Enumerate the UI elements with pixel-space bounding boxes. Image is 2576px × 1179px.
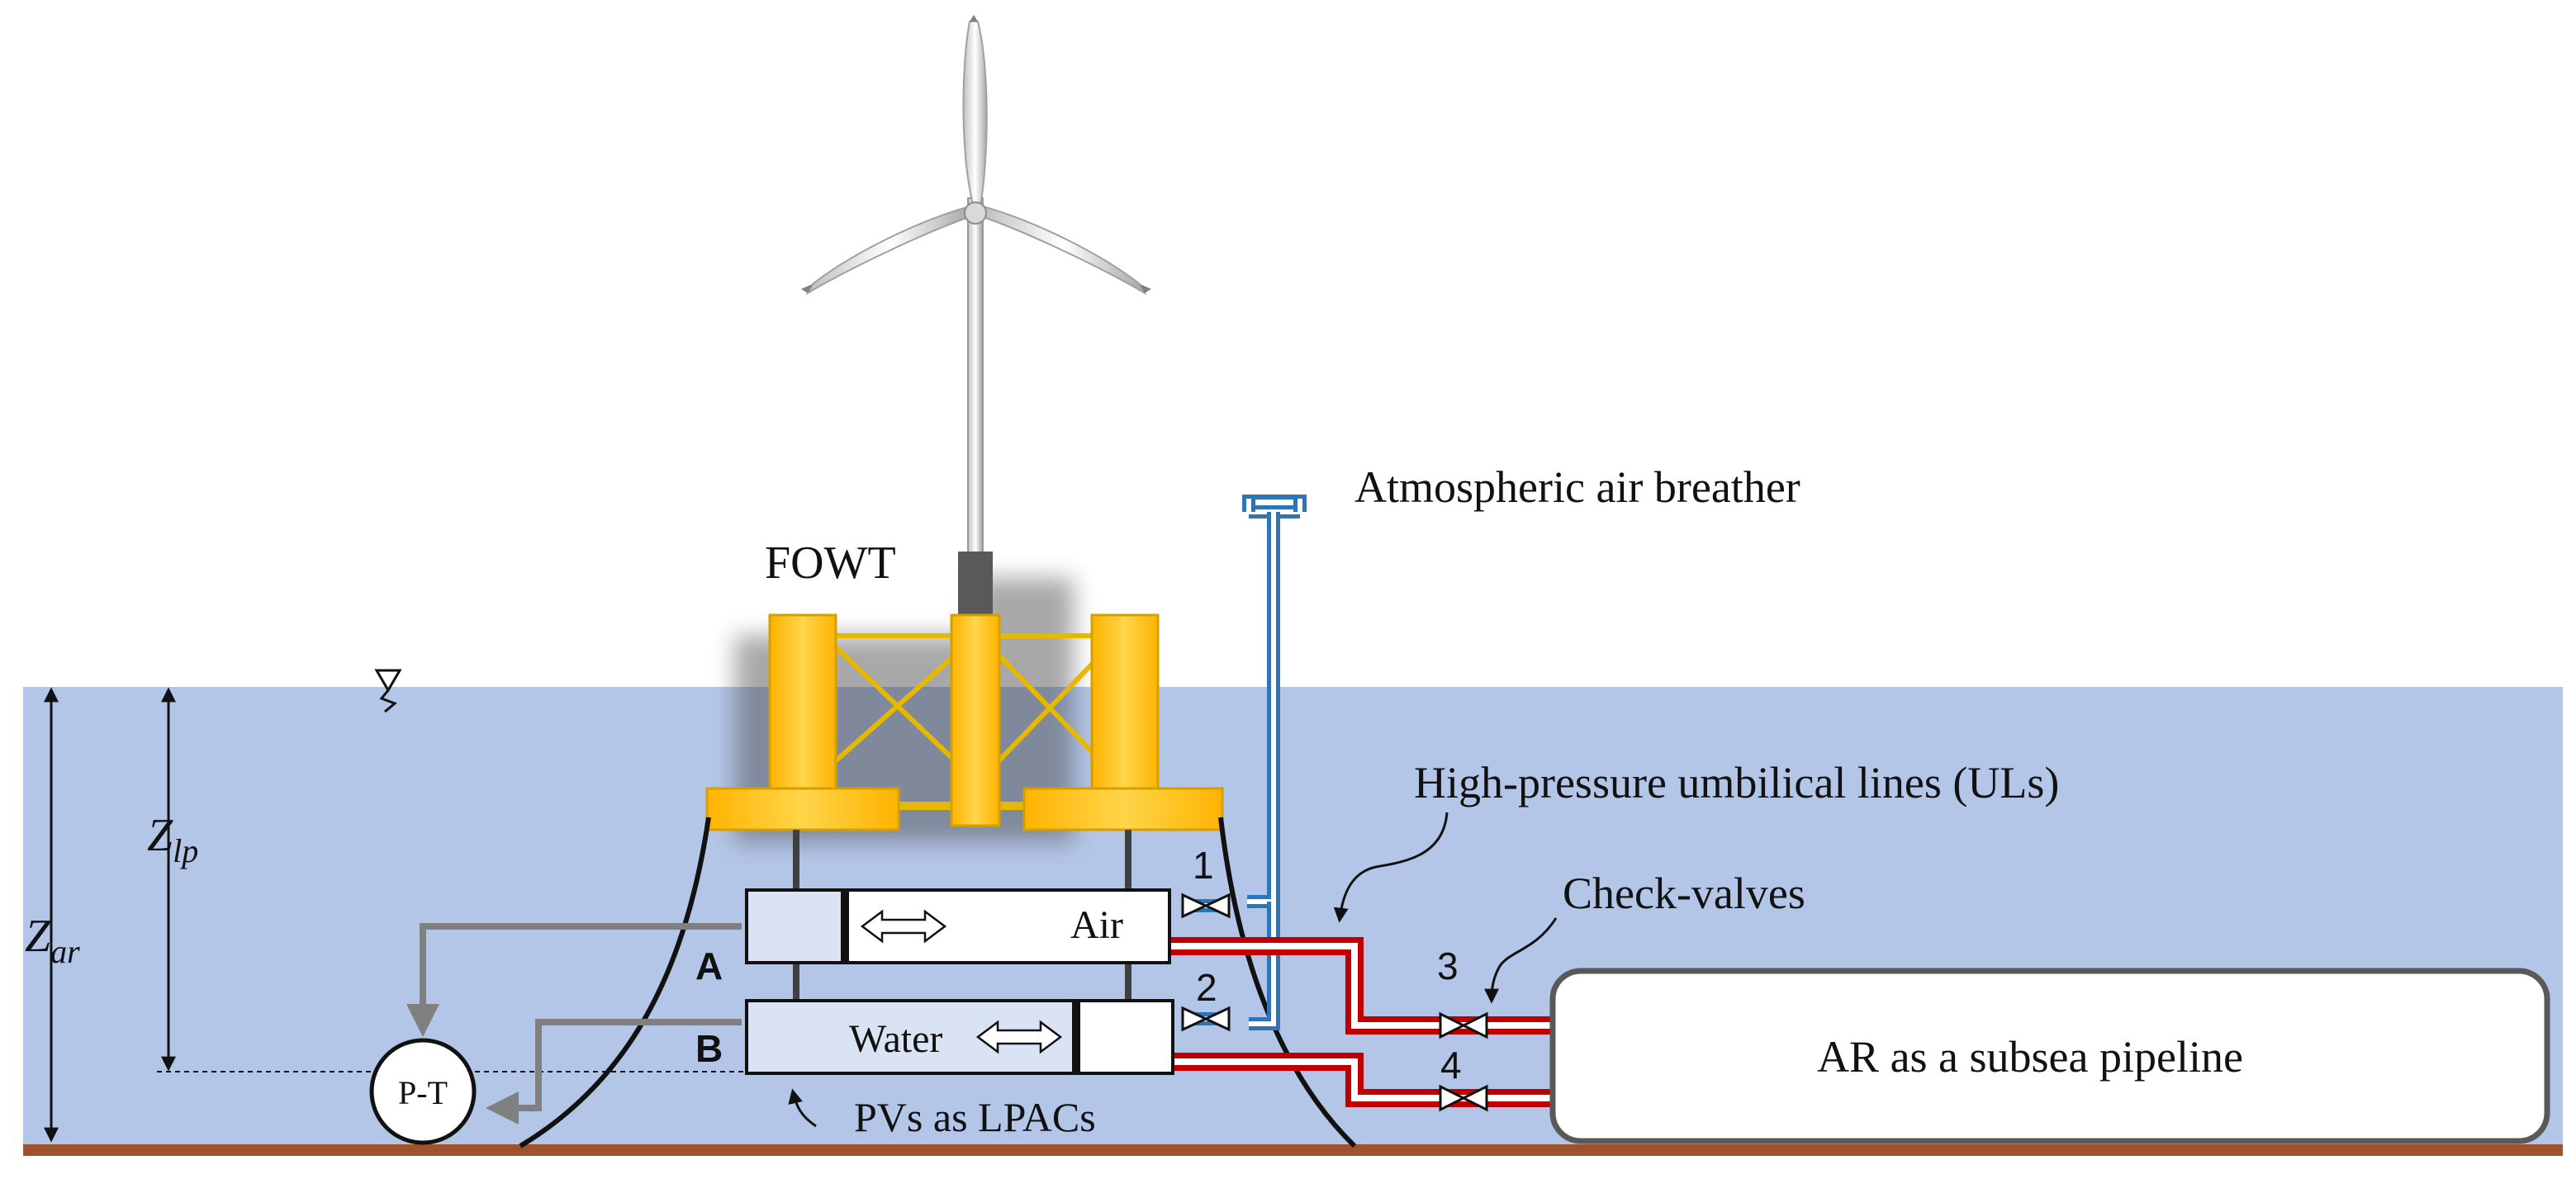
pv-callout-arrow [788, 1088, 817, 1128]
pt-signal-lines [406, 923, 742, 1125]
seabed [23, 1144, 2563, 1156]
wind-turbine [801, 15, 1151, 616]
semi-sub-platform [705, 613, 1224, 1001]
umbilical-label: High-pressure umbilical lines (ULs) [1414, 758, 2059, 807]
ar-label: AR as a subsea pipeline [1817, 1032, 2243, 1082]
vessel-a-label: A [695, 945, 723, 987]
tower-base [958, 552, 993, 616]
valve-4 [1439, 1084, 1488, 1112]
piston-arrow-b [975, 1020, 1063, 1054]
vessel-a-air: Air [745, 888, 1171, 964]
valve-4-label: 4 [1440, 1044, 1462, 1087]
piston-arrow-a [860, 909, 947, 944]
breather-label: Atmospheric air breather [1354, 462, 1800, 512]
blade-up [962, 21, 988, 211]
left-column [768, 613, 837, 794]
left-pontoon [705, 787, 900, 831]
center-column [950, 613, 1001, 827]
vessel-b-water: Water [745, 999, 1174, 1075]
valve-3-label: 3 [1437, 945, 1459, 987]
right-column [1090, 613, 1160, 794]
air-label: Air [1070, 903, 1123, 947]
ar-pipeline [1549, 968, 2550, 1144]
umbilical-callout-arrow [1333, 812, 1449, 923]
valve-1-label: 1 [1193, 844, 1214, 887]
zar-label: Zar [25, 911, 80, 970]
tower [967, 197, 984, 562]
blade-right [980, 205, 1147, 296]
valve-3 [1439, 1011, 1488, 1039]
pt-sensor [369, 1038, 477, 1145]
valve-2-label: 2 [1196, 966, 1217, 1009]
checkvalves-callout-arrow [1484, 917, 1558, 1004]
blade-left [805, 205, 973, 296]
vessel-b-label: B [695, 1027, 723, 1070]
valve-2 [1181, 1006, 1231, 1032]
water-level-icon [374, 669, 402, 713]
mooring-line-left [519, 817, 711, 1148]
zlp-label: Zlp [147, 810, 198, 869]
hub [964, 201, 987, 225]
right-pontoon [1022, 787, 1224, 831]
pt-label: P-T [398, 1074, 448, 1111]
valve-1 [1181, 893, 1231, 919]
pv-label: PVs as LPACs [854, 1094, 1096, 1140]
water-label: Water [849, 1017, 942, 1061]
fowt-label: FOWT [765, 537, 896, 589]
checkvalves-label: Check-valves [1563, 869, 1805, 918]
